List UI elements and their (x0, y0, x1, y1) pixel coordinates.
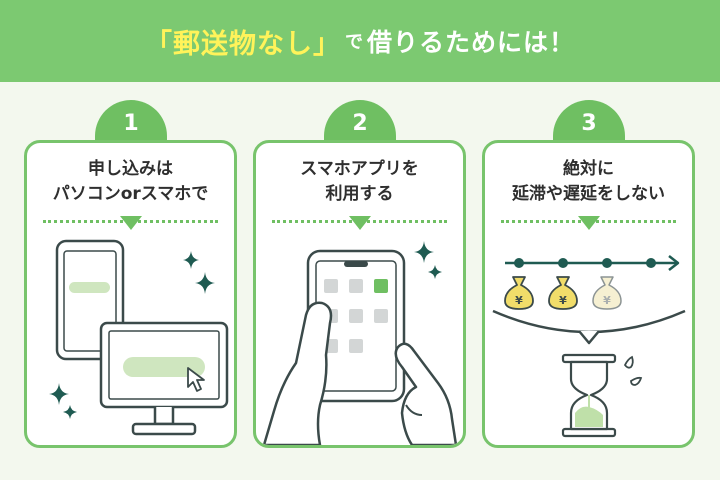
step-1-illustration (49, 239, 229, 436)
left-hand-icon (262, 301, 333, 445)
step-2-title-line2: 利用する (325, 184, 394, 204)
step-1-pointer-icon (119, 216, 142, 230)
step-3-card: 絶対に 延滞や遅延をしない ¥ ¥ ¥ (482, 140, 695, 448)
cursor-icon (187, 367, 205, 392)
banner-highlight: 「郵送物なし」 (144, 28, 341, 60)
step-3-title-line1: 絶対に (563, 159, 614, 179)
right-hand-icon (394, 342, 458, 445)
banner-title: 借りるためには！ (366, 28, 575, 57)
step-2-number-tab: 2 (324, 100, 396, 142)
step-3-pointer-icon (577, 216, 600, 230)
step-2-card: スマホアプリを 利用する (253, 140, 466, 448)
svg-text:¥: ¥ (559, 294, 567, 307)
step-1-title-line1: 申し込みは (88, 159, 173, 179)
step-1-title-line2: パソコンorスマホで (52, 184, 209, 204)
step-1-number-tab: 1 (95, 100, 167, 142)
step-3-title-line2: 延滞や遅延をしない (512, 184, 665, 204)
step-2-illustration (262, 241, 458, 445)
header-banner: 「郵送物なし」 で 借りるためには！ (0, 0, 720, 82)
svg-text:¥: ¥ (603, 294, 611, 307)
step-3-number-tab: 3 (553, 100, 625, 142)
speech-bubble-outline (492, 309, 686, 334)
monitor-icon (99, 321, 229, 436)
banner-particle: で (344, 32, 363, 53)
step-3-title: 絶対に 延滞や遅延をしない (485, 157, 692, 207)
sweat-drops-icon (623, 355, 643, 386)
step-2-title-line1: スマホアプリを (300, 159, 419, 179)
step-1-number: 1 (123, 110, 139, 136)
step-2-number: 2 (352, 110, 368, 136)
svg-text:¥: ¥ (515, 294, 523, 307)
money-bag-icon: ¥ (504, 276, 534, 310)
step-1-card: 申し込みは パソコンorスマホで (24, 140, 237, 448)
hourglass-icon (561, 353, 617, 438)
sparkle-icon (49, 251, 215, 419)
sparkle-icon (414, 241, 442, 279)
step-3-number: 3 (581, 110, 597, 136)
money-bag-icon: ¥ (548, 276, 578, 310)
step-3-illustration: ¥ ¥ ¥ (492, 255, 686, 438)
step-1-title: 申し込みは パソコンorスマホで (27, 157, 234, 207)
money-bag-faded-icon: ¥ (592, 276, 622, 310)
timeline-arrow-icon (505, 255, 680, 271)
step-2-title: スマホアプリを 利用する (256, 157, 463, 207)
step-2-pointer-icon (348, 216, 371, 230)
smartphone-app-icon (306, 249, 406, 403)
